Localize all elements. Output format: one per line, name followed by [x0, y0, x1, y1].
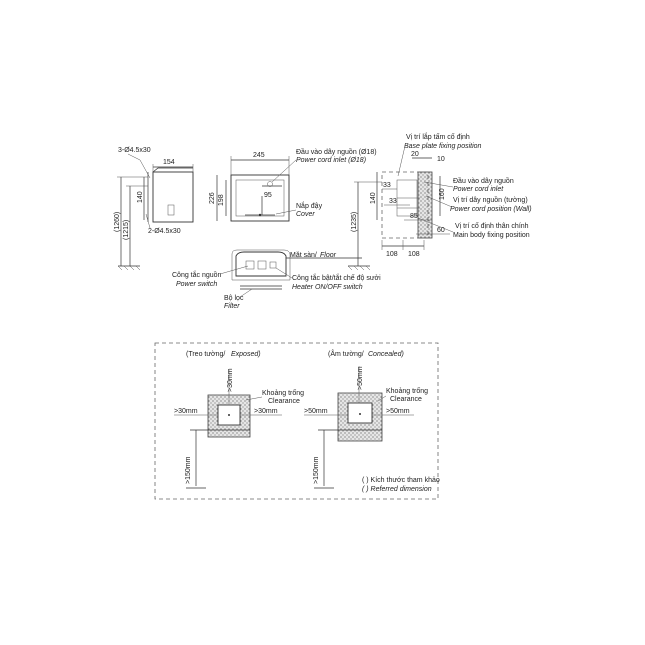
- concealed-floor-dim: >150mm: [313, 456, 320, 484]
- exposed-title-en: Exposed): [231, 351, 261, 358]
- cord-position-label-vi: Vị trí dây nguồn (tường): [453, 195, 528, 204]
- concealed-left-dim: >50mm: [304, 408, 328, 415]
- exposed-floor-dim: >150mm: [185, 456, 192, 484]
- exposed-clearance-label-en: Clearance: [268, 398, 300, 405]
- dim-198: 198: [218, 194, 225, 206]
- dim-10: 10: [437, 156, 445, 163]
- concealed-clearance-label-vi: Khoảng trống: [386, 386, 428, 395]
- filter-label-en: Filter: [224, 303, 240, 310]
- exposed-right-dim: >30mm: [254, 408, 278, 415]
- dim-95: 95: [264, 192, 272, 199]
- dim-140-right: 140: [370, 192, 377, 204]
- dim-33-a: 33: [383, 182, 391, 189]
- exposed-left-dim: >30mm: [174, 408, 198, 415]
- power-switch-label-vi: Công tắc nguồn: [172, 270, 222, 279]
- dim-1260-left: (1260): [114, 212, 121, 232]
- side-view-body: [152, 171, 194, 223]
- concealed-title-en: Concealed): [368, 351, 404, 358]
- base-plate-label-en: Base plate fixing position: [404, 143, 482, 150]
- dim-154: 154: [163, 159, 175, 166]
- bottom-view: Mặt sàn/ Floor Công tắc nguồn Power swit…: [172, 249, 381, 310]
- dim-226: 226: [209, 192, 216, 204]
- front-cover-label-vi: Nắp đậy: [296, 201, 323, 210]
- main-body-label-en: Main body fixing position: [453, 232, 530, 239]
- concealed-top-dim: >50mm: [357, 366, 364, 390]
- bottom-view-body: [235, 251, 287, 277]
- heater-switch-label-vi: Công tắc bật/tắt chế độ sưởi: [292, 273, 381, 282]
- referred-dimension-note-vi: ( ) Kích thước tham khảo: [362, 477, 440, 484]
- inlet-label-vi: Đầu vào dây nguồn: [453, 176, 514, 185]
- wall-view-right: 20 10 140 160 33 33 85 60 108 108 (1235)…: [347, 132, 532, 271]
- concealed-clearance-label-en: Clearance: [390, 396, 422, 403]
- clearance-exposed: (Treo tường/ Exposed) >30mm >30mm >30mm …: [174, 351, 304, 489]
- floor-label-en: Floor: [320, 252, 337, 259]
- power-switch-shape: [245, 260, 255, 270]
- wall-hatch: [417, 171, 433, 239]
- dim-20: 20: [411, 151, 419, 158]
- concealed-right-dim: >50mm: [386, 408, 410, 415]
- dim-140-left: 140: [137, 191, 144, 203]
- heater-switch-shape: [269, 261, 277, 269]
- base-plate-outline: [381, 171, 429, 239]
- dim-108-b: 108: [408, 251, 420, 258]
- filter-label-vi: Bộ lọc: [224, 295, 244, 302]
- base-plate-label-vi: Vị trí lắp tấm cố định: [406, 132, 470, 141]
- screw-top-label: 3-Ø4.5x30: [118, 147, 151, 154]
- main-body-label-vi: Vị trí cố định thân chính: [455, 221, 529, 230]
- dim-60: 60: [437, 227, 445, 234]
- clearance-concealed: (Âm tường/ Concealed) >50mm >50mm >50mm …: [304, 349, 428, 489]
- power-cord-inlet-dot: [267, 181, 273, 187]
- screw-bottom-label: 2-Ø4.5x30: [148, 228, 181, 235]
- cord-position-label-en: Power cord position (Wall): [450, 206, 532, 213]
- front-cover-label-en: Cover: [296, 211, 315, 218]
- dim-85: 85: [410, 213, 418, 220]
- dim-245: 245: [253, 152, 265, 159]
- concealed-title-vi: (Âm tường/: [328, 349, 364, 358]
- heater-switch-label-en: Heater ON/OFF switch: [292, 284, 363, 291]
- front-inlet-label-vi: Đầu vào dây nguồn (Ø18): [296, 147, 377, 156]
- referred-dimension-note-en: ( ) Referred dimension: [362, 486, 432, 493]
- inlet-label-en: Power cord inlet: [453, 186, 504, 193]
- side-view-left: 154 3-Ø4.5x30 2-Ø4.5x30 140 (1215) (1260…: [114, 147, 194, 271]
- side-view-top-edge: [152, 167, 193, 173]
- dim-1215-left: (1215): [123, 220, 130, 240]
- side-view-detail: [167, 204, 175, 216]
- dim-33-b: 33: [389, 198, 397, 205]
- clearance-panel: [154, 342, 439, 500]
- front-inlet-label-en: Power cord inlet (Ø18): [296, 157, 366, 164]
- dim-160: 160: [439, 188, 446, 200]
- floor-label-vi: Mặt sàn/: [290, 252, 317, 259]
- dim-108-a: 108: [386, 251, 398, 258]
- exposed-title-vi: (Treo tường/: [186, 351, 225, 358]
- exposed-clearance-label-vi: Khoảng trống: [262, 388, 304, 397]
- exposed-top-dim: >30mm: [227, 368, 234, 392]
- front-view: 245 226 198 95 Đầu vào dây nguồn (Ø18) P…: [209, 147, 377, 222]
- dim-1235: (1235): [351, 212, 358, 232]
- power-switch-label-en: Power switch: [176, 281, 217, 288]
